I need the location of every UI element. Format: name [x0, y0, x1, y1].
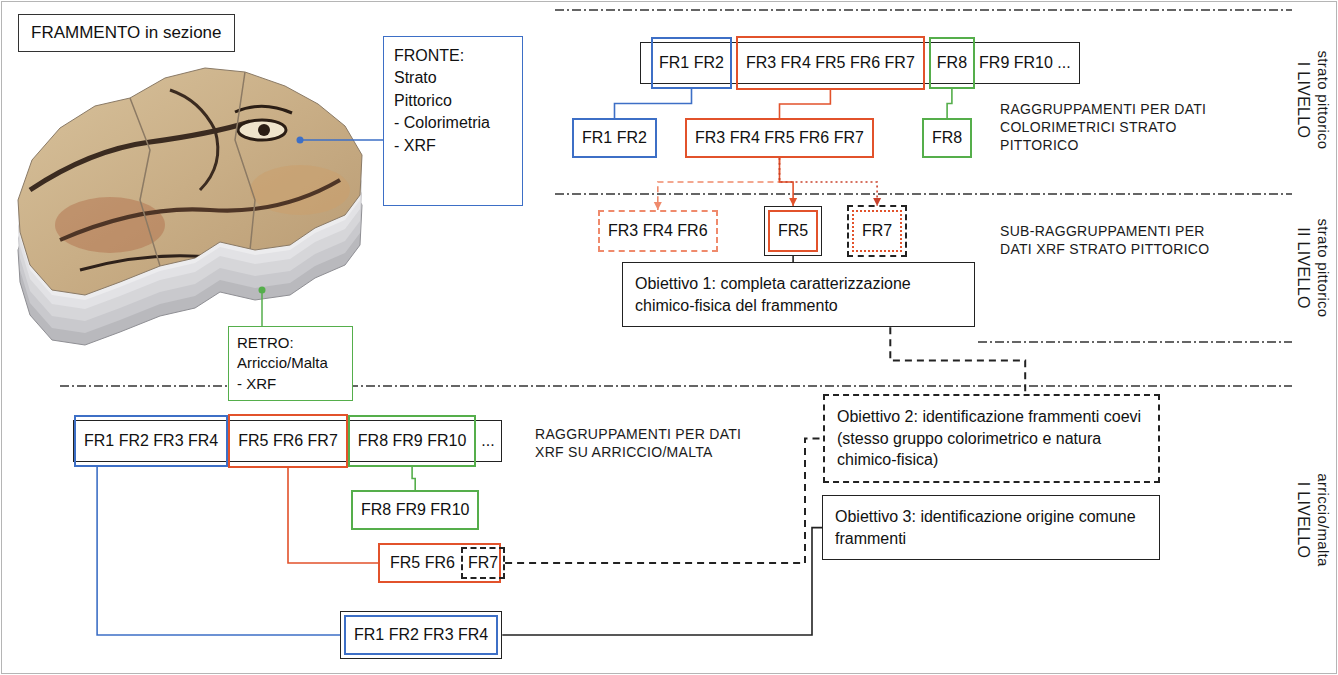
group-highlight: FR3 FR4 FR5 FR6 FR7: [736, 36, 925, 90]
box-text: - XRF: [237, 374, 344, 394]
box-text: FR7: [862, 221, 892, 240]
box-text: FR1 FR2: [582, 128, 647, 147]
group-box: FR8 FR9 FR10: [351, 490, 479, 530]
crack: [130, 98, 160, 266]
box-text: FR8 FR9 FR10: [358, 431, 466, 450]
section-label: RAGGRUPPAMENTI PER DATI COLORIMETRICI ST…: [1000, 100, 1215, 155]
callout-box: RETRO: Arriccio/Malta- XRF: [228, 326, 353, 401]
connector: [780, 90, 831, 118]
eye: [238, 120, 286, 140]
box-text: FRAMMENTO in sezione: [31, 23, 222, 43]
group-box: FR5 FR6 FR7: [378, 543, 501, 583]
subgroup-box: FR5: [768, 210, 818, 252]
box-text: FR5 FR6: [390, 553, 455, 572]
paint-stroke: [170, 90, 218, 190]
box-text: FR5 FR6 FR7: [238, 431, 338, 450]
connector: [502, 528, 822, 635]
crack: [235, 72, 255, 250]
paint-stroke: [80, 256, 220, 270]
highlight-box: FR7: [461, 547, 505, 579]
objective-box: Obiettivo 1: completa caratterizzazione …: [622, 262, 975, 327]
level-sublabel: arriccio/malta: [1313, 473, 1333, 566]
box-text: FR1 FR2 FR3 FR4: [354, 625, 488, 644]
level-sublabel: strato pittorico: [1313, 218, 1333, 317]
group-highlight: FR8: [929, 37, 975, 89]
leader-lines: [259, 137, 384, 327]
group-box: FR3 FR4 FR5 FR6 FR7: [685, 118, 874, 158]
box-text: Obiettivo 2: identificazione frammenti c…: [837, 406, 1146, 471]
box-text: FRONTE: Strato Pittorico: [394, 45, 479, 112]
painted-face: [18, 68, 362, 295]
box-text: FR8: [937, 53, 967, 72]
group-highlight: FR1 FR2: [651, 37, 732, 89]
box-text: FR7: [468, 553, 498, 572]
group-box: FR1 FR2: [572, 118, 657, 158]
connector: [890, 327, 1025, 394]
section-label: RAGGRUPPAMENTI PER DATI XRF SU ARRICCIO/…: [535, 425, 765, 461]
box-text: - XRF: [394, 135, 512, 157]
paint-patch: [55, 197, 165, 253]
eyebrow: [235, 106, 292, 113]
pupil: [258, 124, 270, 136]
separator-line: [555, 193, 1292, 194]
leader-line: [261, 290, 263, 326]
group-highlight: FR1 FR2 FR3 FR4: [74, 415, 228, 467]
box-text: FR1 FR2: [659, 53, 724, 72]
subgroup-box: FR3 FR4 FR6: [598, 210, 718, 252]
arrowhead: [654, 202, 662, 210]
box-text: Obiettivo 3: identificazione origine com…: [835, 506, 1147, 549]
connector: [780, 158, 878, 206]
connector: [615, 89, 692, 118]
level-label: II LIVELLO: [1293, 227, 1314, 308]
fragment-row: ... FR1 FR2 FR3 FR4 FR5 FR6 FR7 FR8 FR9 FR1…: [73, 420, 502, 462]
objective-box: Obiettivo 3: identificazione origine com…: [822, 495, 1160, 560]
group-highlight: FR8 FR9 FR10: [348, 415, 476, 467]
fragment-row: FR9 FR10 ... FR1 FR2 FR3 FR4 FR5 FR6 FR7 FR…: [640, 42, 1080, 84]
group-box: FR1 FR2 FR3 FR4: [344, 615, 498, 655]
callout-box: FRONTE: Strato Pittorico- Colorimetria- …: [383, 36, 523, 206]
objective-box: Obiettivo 2: identificazione frammenti c…: [823, 394, 1160, 483]
box-text: Obiettivo 1: completa caratterizzazione …: [635, 273, 962, 316]
box-text: ...: [481, 431, 494, 450]
box-text: FR8 FR9 FR10: [361, 500, 469, 519]
box-text: - Colorimetria: [394, 112, 512, 134]
section-label: SUB-RAGGRUPPAMENTI PER DATI XRF STRATO P…: [1000, 222, 1240, 258]
box-text: FR9 FR10 ...: [979, 53, 1071, 72]
leader-line: [300, 139, 383, 141]
box-text: FR3 FR4 FR5 FR6 FR7: [746, 53, 915, 72]
painting: [30, 72, 350, 270]
subgroup-box: FR7: [852, 210, 902, 252]
box-text: FR5: [778, 221, 808, 240]
connector: [412, 467, 415, 490]
box-text: FR3 FR4 FR5 FR6 FR7: [695, 128, 864, 147]
connector: [947, 89, 952, 118]
group-box: FR8: [922, 118, 972, 158]
group-highlight: FR5 FR6 FR7: [228, 414, 348, 468]
box-text: FR1 FR2 FR3 FR4: [84, 431, 218, 450]
level-sublabel: strato pittorico: [1313, 50, 1333, 149]
connector: [658, 158, 780, 210]
level-label: I LIVELLO: [1293, 482, 1314, 559]
arrowhead: [789, 198, 797, 206]
separator-line: [555, 9, 1292, 10]
box-text: FR3 FR4 FR6: [608, 221, 708, 240]
arrowhead: [873, 198, 881, 206]
connector: [97, 467, 340, 635]
box-text: RETRO: Arriccio/Malta: [237, 333, 344, 374]
box-text: FR8: [932, 128, 962, 147]
fragment-illustration: [18, 68, 362, 345]
title-box: FRAMMENTO in sezione: [18, 14, 235, 52]
level-label: I LIVELLO: [1293, 62, 1314, 139]
separator-line: [978, 341, 1292, 342]
